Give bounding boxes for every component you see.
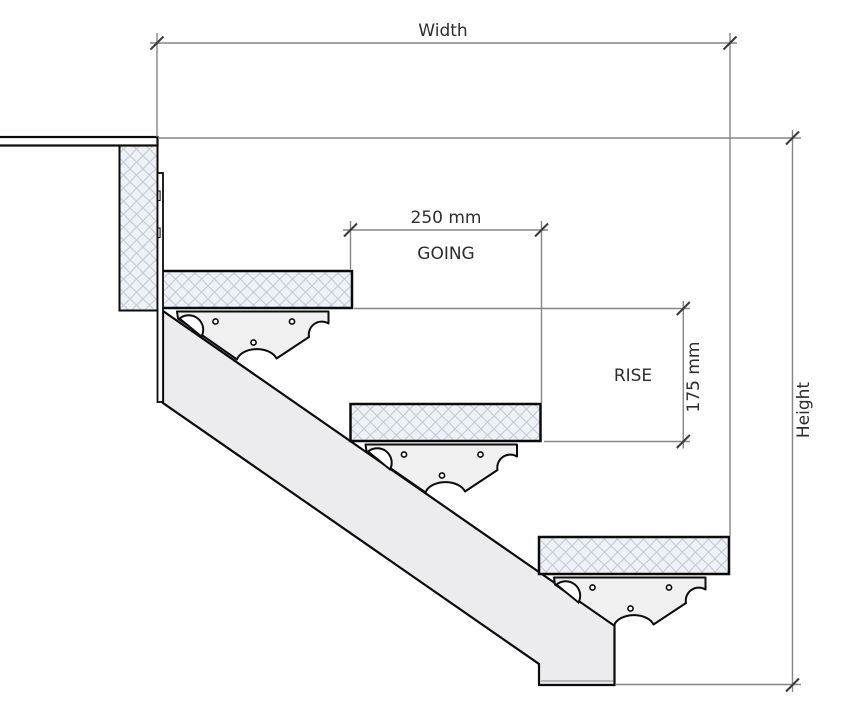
dimension-width: Width (149, 21, 738, 536)
rise-label: RISE (614, 366, 652, 386)
height-tick-top (785, 130, 800, 146)
going-tick-left (343, 222, 358, 238)
width-tick-left (149, 35, 165, 51)
dimension-rise: RISE 175 mm (354, 301, 704, 449)
stringer-back-plate (156, 172, 164, 403)
stringer-beam (161, 308, 616, 687)
landing-floor-slab (0, 135, 159, 147)
tread-2 (349, 402, 542, 443)
dimension-going: 250 mm GOING (343, 208, 549, 403)
rise-value: 175 mm (684, 342, 704, 413)
rise-tick-top (676, 301, 691, 316)
rise-tick-bottom (676, 434, 691, 449)
width-label: Width (418, 21, 467, 41)
going-tick-right (534, 222, 549, 238)
tread-3 (537, 535, 731, 576)
width-tick-right (722, 35, 738, 51)
going-value: 250 mm (411, 208, 482, 228)
trimmer-joist (118, 144, 159, 312)
going-label: GOING (417, 244, 474, 264)
height-tick-bottom (785, 677, 800, 693)
dimension-height: Height (158, 130, 814, 693)
height-label: Height (794, 382, 814, 439)
tread-1 (160, 269, 354, 310)
